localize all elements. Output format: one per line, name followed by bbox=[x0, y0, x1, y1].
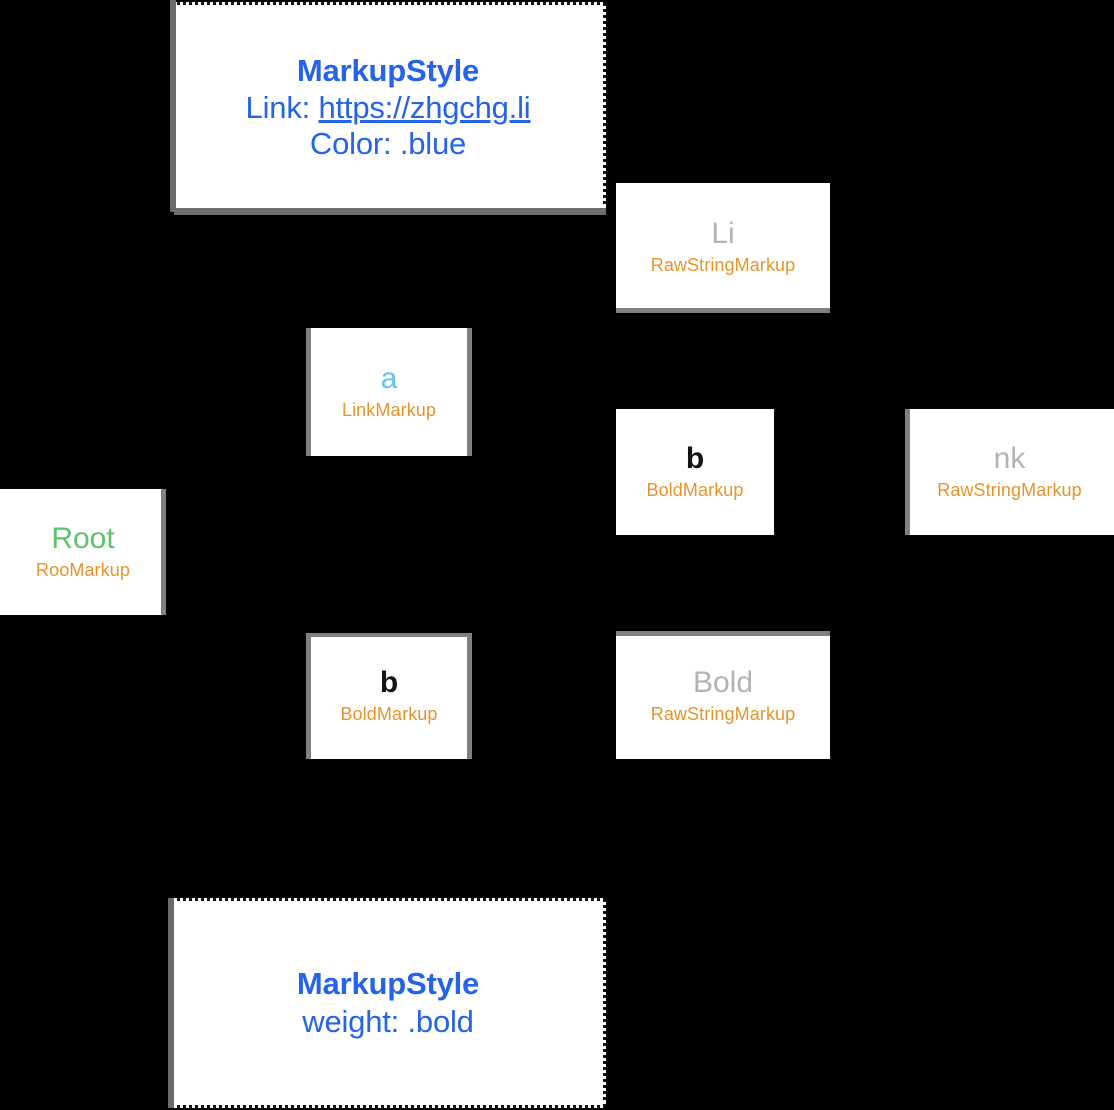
markupstyle-link-line: Link: https://zhgchg.li bbox=[246, 90, 531, 126]
edge-bar-style-bold-left bbox=[168, 898, 174, 1108]
bold-b-lower-type: BoldMarkup bbox=[340, 703, 438, 724]
node-markupstyle-link[interactable]: MarkupStyle Link: https://zhgchg.li Colo… bbox=[170, 2, 606, 212]
edge-bar-bold-b-lower-top bbox=[306, 633, 472, 637]
node-bold-b-middle[interactable]: b BoldMarkup bbox=[616, 409, 774, 535]
root-type: RooMarkup bbox=[36, 559, 130, 580]
edge-bar-rawstring-bold-top bbox=[616, 631, 830, 636]
node-rawstring-li[interactable]: Li RawStringMarkup bbox=[616, 183, 830, 311]
bold-b-middle-type: BoldMarkup bbox=[646, 479, 744, 500]
node-bold-b-lower[interactable]: b BoldMarkup bbox=[306, 633, 472, 759]
edge-bar-rawstring-nk-left bbox=[905, 409, 910, 535]
edge-bar-link-a-left bbox=[306, 328, 311, 456]
link-a-title: a bbox=[380, 361, 398, 395]
node-rawstring-bold[interactable]: Bold RawStringMarkup bbox=[616, 633, 830, 759]
rawstring-li-type: RawStringMarkup bbox=[650, 254, 796, 275]
root-title: Root bbox=[51, 521, 115, 555]
edge-bar-root-right bbox=[161, 489, 166, 615]
node-link-a[interactable]: a LinkMarkup bbox=[306, 328, 472, 456]
bold-b-middle-title: b bbox=[685, 441, 705, 475]
node-markupstyle-bold[interactable]: MarkupStyle weight: .bold bbox=[170, 898, 606, 1108]
edge-bar-bold-b-lower-right bbox=[467, 633, 472, 759]
rawstring-bold-type: RawStringMarkup bbox=[650, 703, 796, 724]
node-rawstring-nk[interactable]: nk RawStringMarkup bbox=[905, 409, 1114, 535]
edge-bar-link-a-right bbox=[467, 328, 472, 456]
edge-bar-style-link-left bbox=[170, 0, 176, 212]
markupstyle-bold-weight: weight: .bold bbox=[302, 1004, 474, 1039]
markupstyle-link-color: Color: .blue bbox=[309, 125, 467, 161]
markupstyle-bold-title: MarkupStyle bbox=[296, 966, 480, 1002]
markupstyle-link-label: Link: bbox=[245, 90, 311, 126]
markupstyle-link-url[interactable]: https://zhgchg.li bbox=[318, 90, 531, 126]
edge-bar-rawstring-li-bottom bbox=[616, 308, 830, 313]
link-a-type: LinkMarkup bbox=[341, 399, 437, 420]
rawstring-li-title: Li bbox=[711, 216, 735, 250]
rawstring-nk-type: RawStringMarkup bbox=[937, 479, 1082, 500]
node-root[interactable]: Root RooMarkup bbox=[0, 489, 166, 615]
markupstyle-link-title: MarkupStyle bbox=[296, 52, 480, 88]
rawstring-nk-title: nk bbox=[993, 441, 1026, 475]
edge-bar-style-link-bottom bbox=[174, 208, 606, 215]
edge-bar-bold-b-lower-left bbox=[306, 633, 311, 759]
bold-b-lower-title: b bbox=[379, 665, 399, 699]
rawstring-bold-title: Bold bbox=[692, 665, 754, 699]
